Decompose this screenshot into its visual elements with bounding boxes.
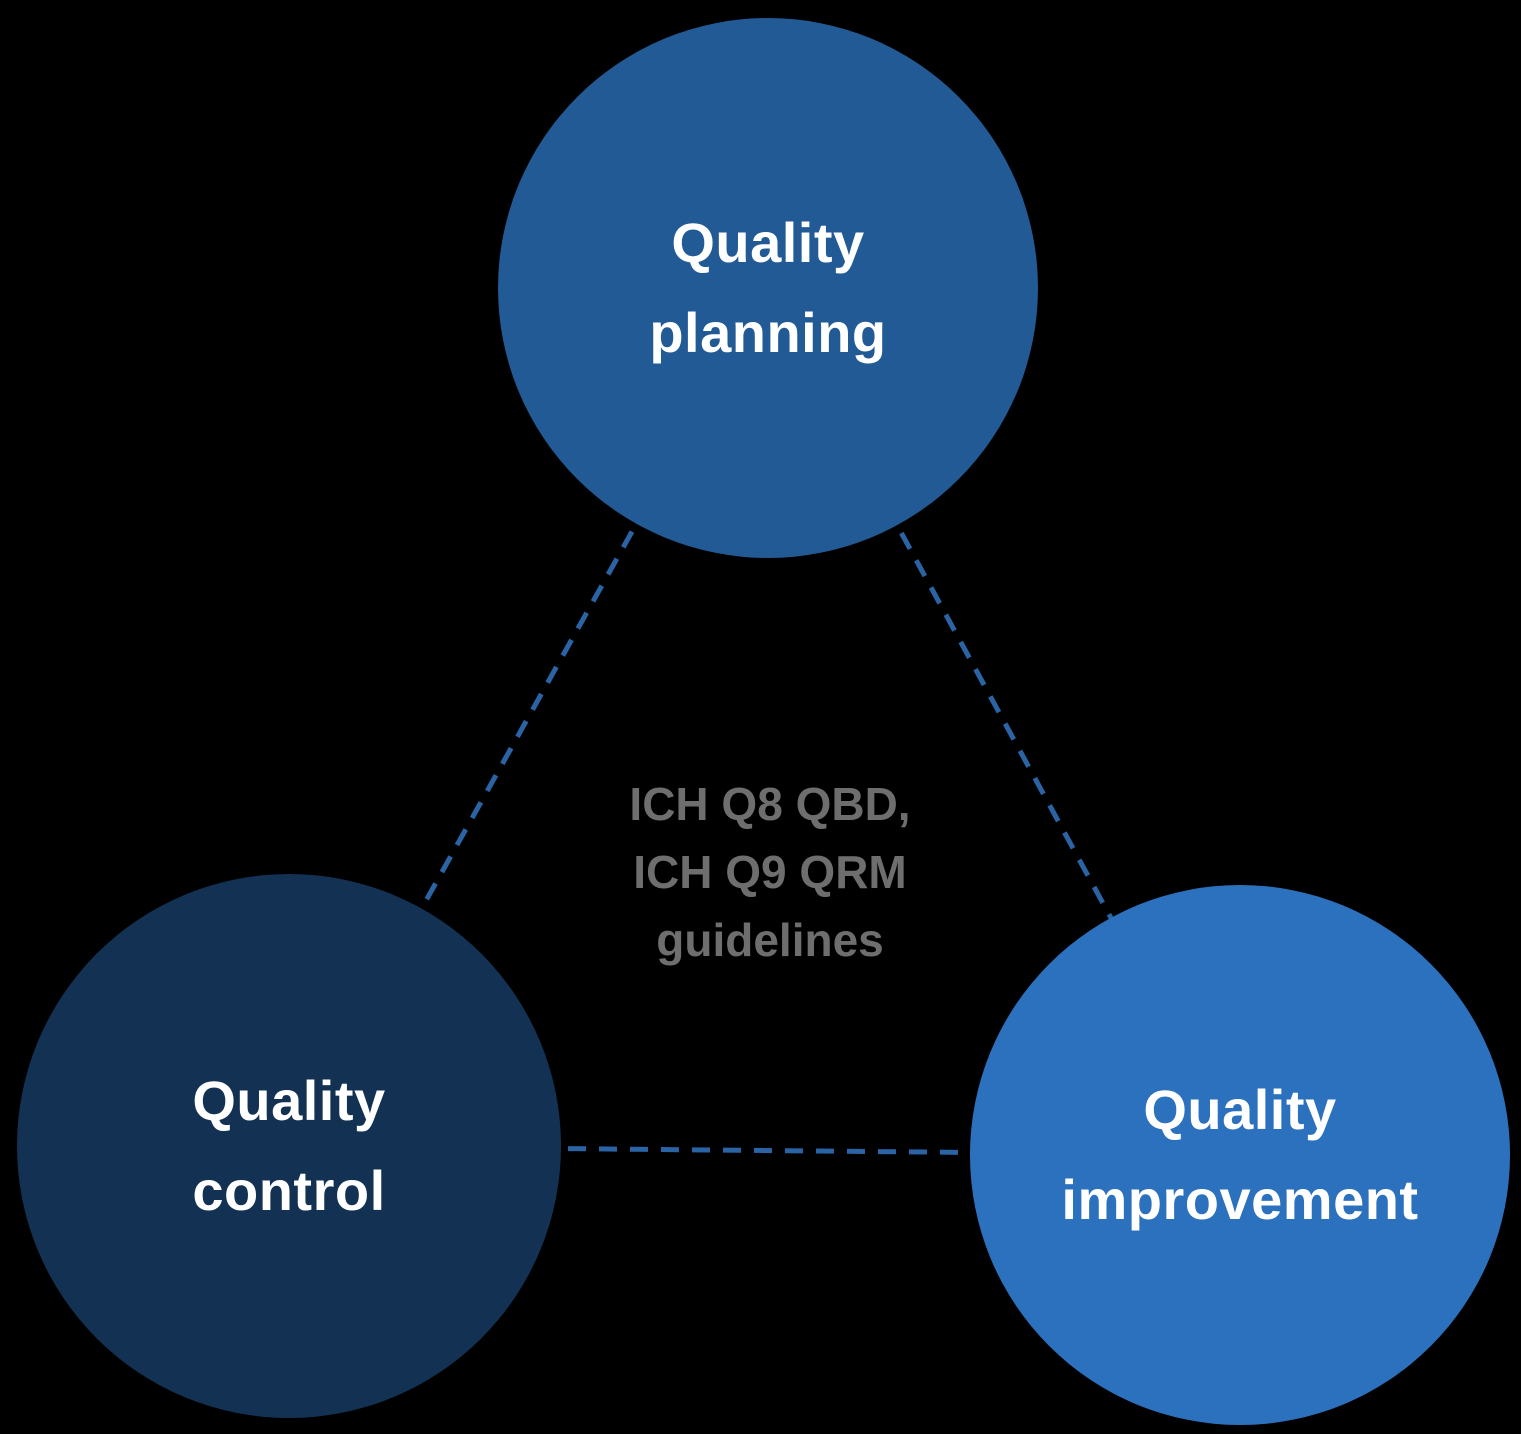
node-label-line: Quality xyxy=(671,211,865,274)
node-label-line: planning xyxy=(649,301,887,364)
node-quality-control: Quality control xyxy=(17,874,561,1418)
node-label-line: Quality xyxy=(192,1069,386,1132)
center-caption-line: guidelines xyxy=(656,914,884,966)
center-caption-line: ICH Q8 QBD, xyxy=(629,778,911,830)
center-caption-line: ICH Q9 QRM xyxy=(633,846,907,898)
node-quality-improvement: Quality improvement xyxy=(970,885,1510,1425)
node-label-line: improvement xyxy=(1061,1168,1419,1231)
node-quality-planning: Quality planning xyxy=(498,18,1038,558)
node-label-line: control xyxy=(192,1159,386,1222)
node-label-line: Quality xyxy=(1143,1078,1337,1141)
center-caption: ICH Q8 QBD, ICH Q9 QRM guidelines xyxy=(629,770,910,974)
